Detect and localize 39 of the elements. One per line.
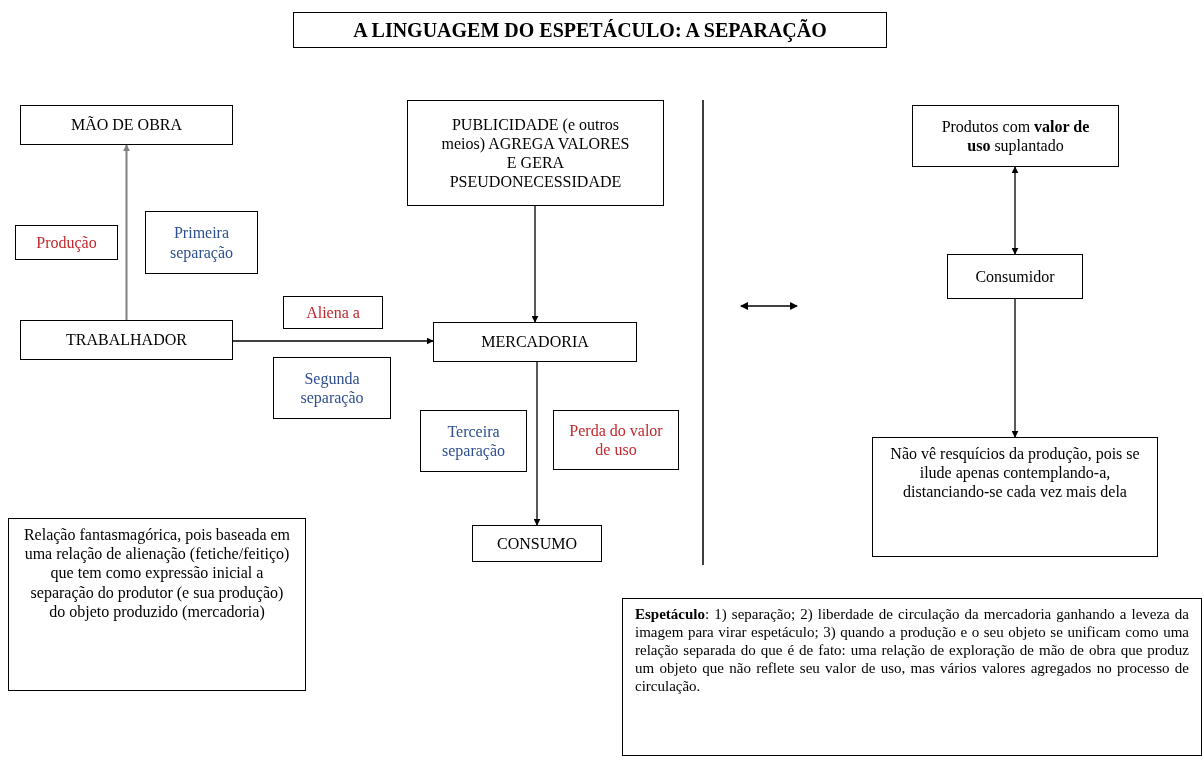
arrow: [123, 144, 130, 321]
box-text: TRABALHADOR: [65, 330, 188, 350]
text-box: [553, 410, 679, 470]
box-text: Produtos com valor de uso suplantado: [940, 116, 1091, 156]
title: A LINGUAGEM DO ESPETÁCULO: A SEPARAÇÃO: [293, 12, 887, 48]
text-box: [407, 100, 664, 206]
arrow: [232, 337, 434, 345]
text-box: [283, 296, 383, 329]
box-text: Segunda separação: [299, 368, 365, 408]
text-box: [15, 225, 118, 260]
box-text: Terceira separação: [440, 421, 507, 461]
text-box: [912, 105, 1119, 167]
text-box: [872, 437, 1158, 557]
text-box: [622, 598, 1202, 756]
text-box: [8, 518, 306, 691]
box-text: Perda do valor de uso: [568, 420, 664, 460]
box-text: PUBLICIDADE (e outros meios) AGREGA VALORES E GERA PSEUDONECESSIDADE: [440, 114, 631, 192]
text-box: [433, 322, 637, 362]
arrow: [1011, 166, 1019, 255]
box-text: MÃO DE OBRA: [69, 115, 184, 135]
box-text: CONSUMO: [496, 533, 578, 554]
box-text: Relação fantasmagórica, pois baseada em uma relação de alienação (fetiche/feitiço) que tem como expressão inicial a separação do produtor (e sua produção) do objeto produzido (mercadoria): [23, 525, 291, 621]
box-text: Aliena a: [305, 302, 361, 323]
box-text: Não vê resquícios da produção, pois se ilude apenas contemplando-a, distanciando-se cada vez mais dela: [889, 444, 1141, 502]
arrow: [531, 205, 539, 323]
text-box: [145, 211, 258, 274]
box-text: Primeira separação: [168, 223, 235, 262]
box-text: Consumidor: [974, 266, 1056, 287]
box-text: Produção: [35, 232, 98, 253]
text-box: [472, 525, 602, 562]
arrow: [533, 361, 541, 526]
text-box: [20, 105, 233, 145]
text-box: [947, 254, 1083, 299]
box-text: MERCADORIA: [480, 332, 590, 352]
box-text: Espetáculo: 1) separação; 2) liberdade de circulação da mercadoria ganhando a leveza da imagem para virar espetáculo; 3) quando a produção e o seu objeto se unificam como uma relação separada do que é de fato: uma relação de exploração de mão de obra que produz um objeto que não reflete seu valor de uso, mas vários valores agregados no processo de circulação.: [635, 605, 1189, 695]
text-box: [273, 357, 391, 419]
text-box: [420, 410, 527, 472]
arrow: [1011, 298, 1019, 438]
text-box: [20, 320, 233, 360]
